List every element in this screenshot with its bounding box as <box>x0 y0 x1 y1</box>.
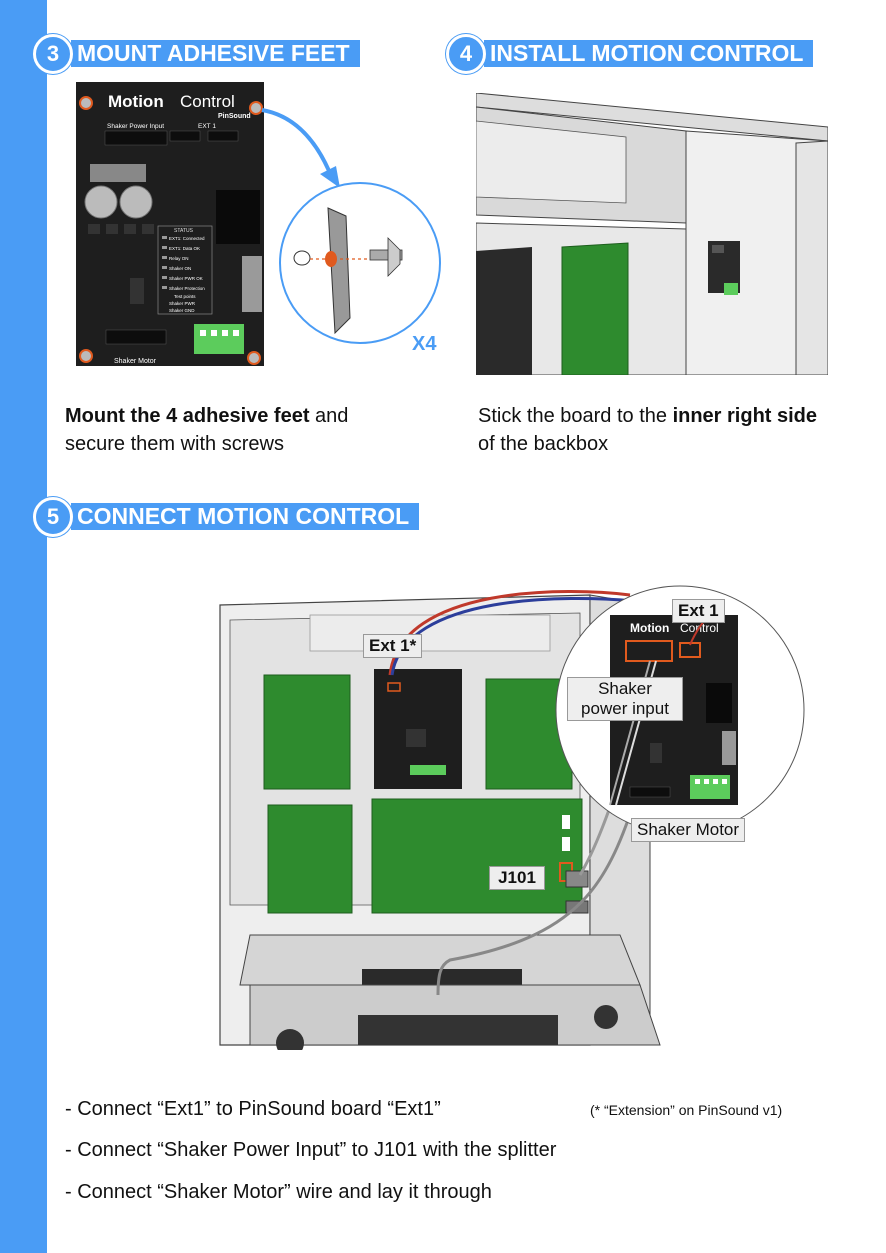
board-ext-label: EXT 1 <box>198 123 216 130</box>
board-feet-illustration: Motion Control PinSound Shaker Power Inp… <box>76 82 441 366</box>
board-motor-label: Shaker Motor <box>114 358 157 365</box>
status-item: Shaker ON <box>169 266 191 271</box>
step-number: 3 <box>33 33 73 74</box>
caption-bold: inner right side <box>672 405 818 427</box>
zoom-board-brand: Motion <box>630 621 669 635</box>
green-connector <box>194 324 244 354</box>
connection-illustration: Motion Control <box>219 585 805 1050</box>
step-title: MOUNT ADHESIVE FEET <box>71 40 360 67</box>
status-item: Shaker Protection <box>169 286 205 291</box>
label-line: power input <box>581 699 669 718</box>
board-power-label: Shaker Power Input <box>107 123 164 130</box>
j101-label: J101 <box>489 866 545 890</box>
caption-text: and <box>309 405 349 427</box>
step-3-heading: 3 MOUNT ADHESIVE FEET <box>33 33 360 74</box>
step-number: 5 <box>33 496 73 537</box>
test-item: Shaker GND <box>169 308 195 313</box>
ext1-star-label: Ext 1* <box>363 634 423 658</box>
shaker-power-label: Shaker power input <box>567 677 683 721</box>
caption-text: of the backbox <box>478 433 609 455</box>
label-line: Shaker <box>598 679 652 698</box>
board-brand2: Control <box>180 92 235 111</box>
status-item: Relay ON <box>169 256 189 261</box>
adhesive-foot-marker <box>79 349 93 363</box>
quantity-label: X4 <box>412 333 437 355</box>
step-number: 4 <box>446 33 486 74</box>
step-3-caption: Mount the 4 adhesive feet and secure the… <box>65 402 348 458</box>
adhesive-foot-marker <box>247 351 261 365</box>
shaker-motor-label: Shaker Motor <box>631 818 746 842</box>
screw-icon <box>293 250 311 266</box>
zoom-arrow <box>261 108 334 179</box>
board-maker: PinSound <box>218 113 251 120</box>
step-4-heading: 4 INSTALL MOTION CONTROL <box>446 33 814 74</box>
step-5-heading: 5 CONNECT MOTION CONTROL <box>33 496 420 537</box>
instruction-item: - Connect “Shaker Power Input” to J101 w… <box>65 1139 557 1161</box>
ext1-label: Ext 1 <box>672 599 725 623</box>
adhesive-foot-marker <box>249 101 263 115</box>
status-title: STATUS <box>174 228 194 234</box>
instruction-item: - Connect “Ext1” to PinSound board “Ext1… <box>65 1098 441 1120</box>
zoom-circle <box>279 182 441 344</box>
left-accent-bar <box>0 0 47 1253</box>
step-title: INSTALL MOTION CONTROL <box>484 40 814 67</box>
status-item: EXT1: Data OK <box>169 246 200 251</box>
caption-text: secure them with screws <box>65 433 284 455</box>
backbox-install-illustration <box>476 93 828 375</box>
status-item: Shaker PWR OK <box>169 276 203 281</box>
board-brand: Motion <box>108 92 164 111</box>
test-title: Test points <box>174 294 196 299</box>
instruction-item: - Connect “Shaker Motor” wire and lay it… <box>65 1181 492 1203</box>
test-item: Shaker PWR <box>169 301 196 306</box>
caption-text: Stick the board to the <box>478 405 673 427</box>
status-item: EXT1: Connected <box>169 236 205 241</box>
step-title: CONNECT MOTION CONTROL <box>71 503 420 530</box>
adhesive-foot-marker <box>79 96 93 110</box>
footnote: (* “Extension” on PinSound v1) <box>590 1102 783 1118</box>
caption-bold: Mount the 4 adhesive feet <box>65 405 310 427</box>
step-4-caption: Stick the board to the inner right side … <box>478 402 817 458</box>
